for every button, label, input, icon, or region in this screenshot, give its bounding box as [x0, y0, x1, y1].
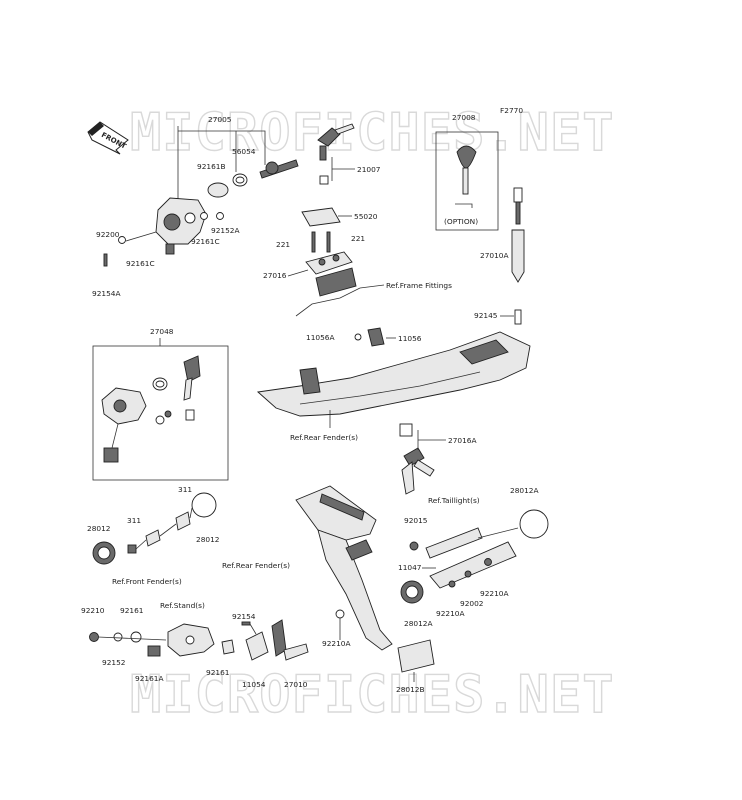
label-92145: 92145	[474, 311, 498, 320]
label-27016A: 27016A	[448, 436, 477, 445]
front-arrow-icon: FRONT	[87, 121, 129, 155]
watermark-bottom: MICROFICHES.NET	[130, 665, 615, 725]
label-21007: 21007	[357, 165, 381, 174]
label-27010A: 27010A	[480, 251, 509, 260]
label-11056A: 11056A	[306, 333, 335, 342]
label-11056: 11056	[398, 334, 422, 343]
label-56054: 56054	[232, 147, 256, 156]
stop-switch-icon	[511, 187, 525, 325]
ref-front-fender: Ref.Front Fender(s)	[112, 577, 182, 586]
label-92154: 92154	[232, 612, 256, 621]
clip-icon	[354, 327, 385, 347]
label-27048: 27048	[150, 327, 174, 336]
key-blank-icon	[317, 123, 355, 185]
ignition-switch-assembly-icon	[103, 126, 299, 267]
label-92015: 92015	[404, 516, 428, 525]
ignition-set-icon	[101, 355, 201, 463]
label-92210A-c: 92210A	[322, 639, 351, 648]
ref-rear-fender-b: Ref.Rear Fender(s)	[222, 561, 290, 570]
label-92200: 92200	[96, 230, 120, 239]
label-28012A-b: 28012A	[404, 619, 433, 628]
label-92161C-a: 92161C	[191, 237, 220, 246]
key-bracket-icon	[295, 207, 361, 317]
option-label: (OPTION)	[444, 217, 478, 226]
label-92210A-b: 92210A	[436, 609, 465, 618]
label-28012-a: 28012	[87, 524, 111, 533]
label-28012A-a: 28012A	[510, 486, 539, 495]
label-92002: 92002	[460, 599, 484, 608]
ref-stands: Ref.Stand(s)	[160, 601, 205, 610]
label-92161B: 92161B	[197, 162, 226, 171]
label-92210A-a: 92210A	[480, 589, 509, 598]
front-reflector-icon	[92, 492, 217, 565]
label-221-b: 221	[351, 234, 365, 243]
side-stand-switch-icon	[89, 619, 309, 661]
label-11054: 11054	[242, 680, 266, 689]
label-27005: 27005	[208, 115, 232, 124]
ref-rear-fender-a: Ref.Rear Fender(s)	[290, 433, 358, 442]
option-box	[435, 131, 499, 231]
label-27010: 27010	[284, 680, 308, 689]
label-221-a: 221	[276, 240, 290, 249]
smart-key-icon	[455, 145, 477, 208]
label-92161-a: 92161	[120, 606, 144, 615]
ref-frame-fittings: Ref.Frame Fittings	[386, 281, 452, 290]
ref-taillight: Ref.Taillight(s)	[428, 496, 480, 505]
diagram-code: F2770	[500, 106, 523, 115]
label-92161-b: 92161	[206, 668, 230, 677]
key-set-icon	[399, 423, 446, 495]
label-28012-b: 28012	[196, 535, 220, 544]
rear-fender-icon	[256, 331, 531, 428]
label-92154A: 92154A	[92, 289, 121, 298]
label-27008: 27008	[452, 113, 476, 122]
label-11047: 11047	[398, 563, 422, 572]
ignition-set-box	[92, 345, 229, 481]
license-bracket-icon	[295, 485, 435, 682]
label-92161A: 92161A	[135, 674, 164, 683]
rear-reflector-icon	[400, 509, 549, 604]
label-92210: 92210	[81, 606, 105, 615]
label-27016: 27016	[263, 271, 287, 280]
label-311-b: 311	[127, 516, 141, 525]
label-311-a: 311	[178, 485, 192, 494]
watermark-top: MICROFICHES.NET	[130, 103, 615, 163]
label-92161C-b: 92161C	[126, 259, 155, 268]
label-92152A: 92152A	[211, 226, 240, 235]
label-55020: 55020	[354, 212, 378, 221]
label-28012B: 28012B	[396, 685, 425, 694]
label-92152: 92152	[102, 658, 126, 667]
